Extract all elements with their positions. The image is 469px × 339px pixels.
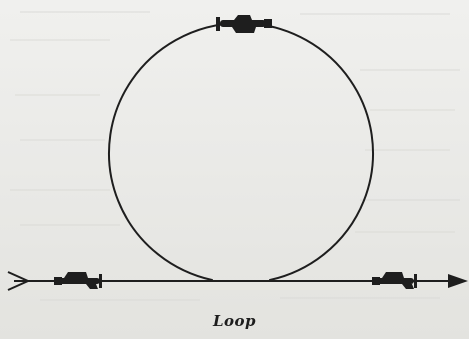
airplane-icon-right	[372, 272, 417, 289]
arrowhead-icon	[448, 274, 468, 288]
figure-caption: Loop	[0, 312, 469, 330]
loop-path	[109, 23, 373, 280]
airplane-icon-left	[54, 272, 102, 289]
airplane-icon-top	[216, 15, 272, 33]
